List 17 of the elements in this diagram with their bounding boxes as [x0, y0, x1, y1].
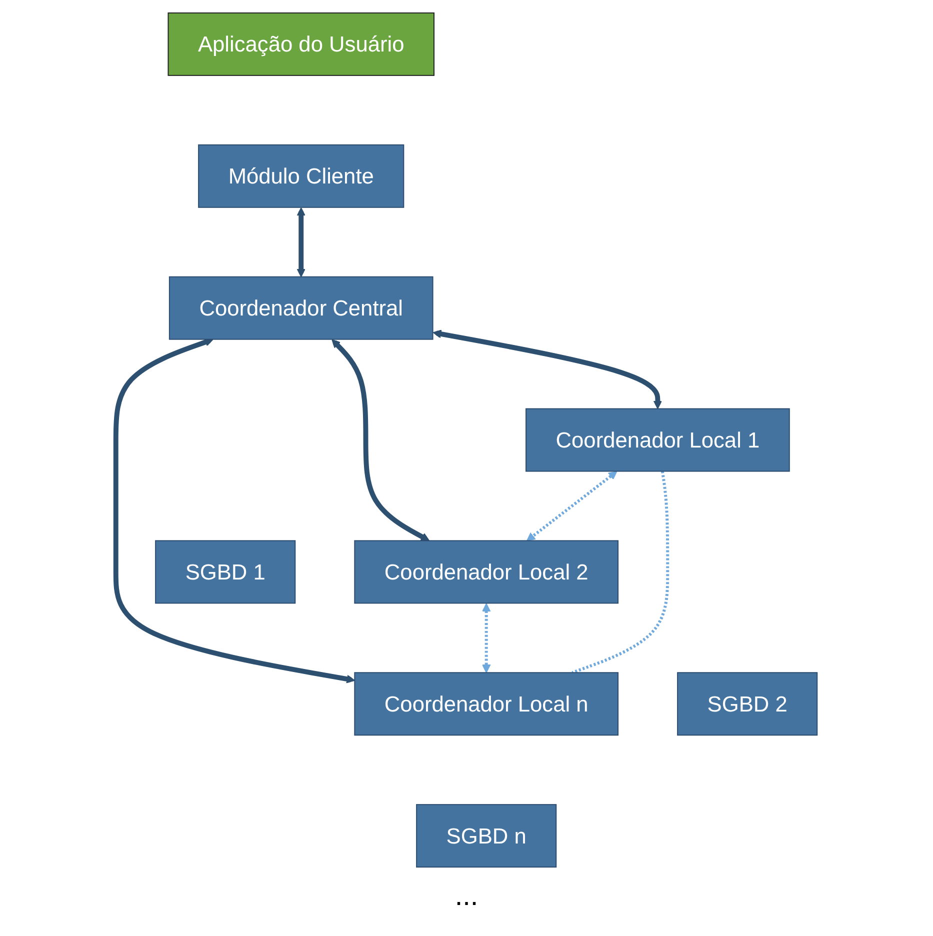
node-box: Coordenador Central	[168, 276, 434, 340]
node-box: Módulo Cliente	[198, 144, 404, 208]
arrow	[432, 330, 662, 410]
node-box: SGBD 1	[155, 540, 296, 604]
arrow	[332, 339, 430, 542]
node-box: SGBD 2	[677, 672, 818, 736]
node-box: Coordenador Local 2	[354, 540, 619, 604]
node-box: SGBD n	[416, 804, 557, 868]
node-box: Aplicação do Usuário	[168, 12, 434, 76]
connector	[572, 471, 670, 674]
arrow	[526, 471, 618, 542]
ellipsis-text: ...	[454, 880, 478, 911]
arrow	[482, 603, 491, 674]
node-box: Coordenador Local n	[354, 672, 619, 736]
arrow	[113, 338, 356, 684]
arrow	[296, 207, 306, 278]
node-box: Coordenador Local 1	[526, 408, 790, 472]
